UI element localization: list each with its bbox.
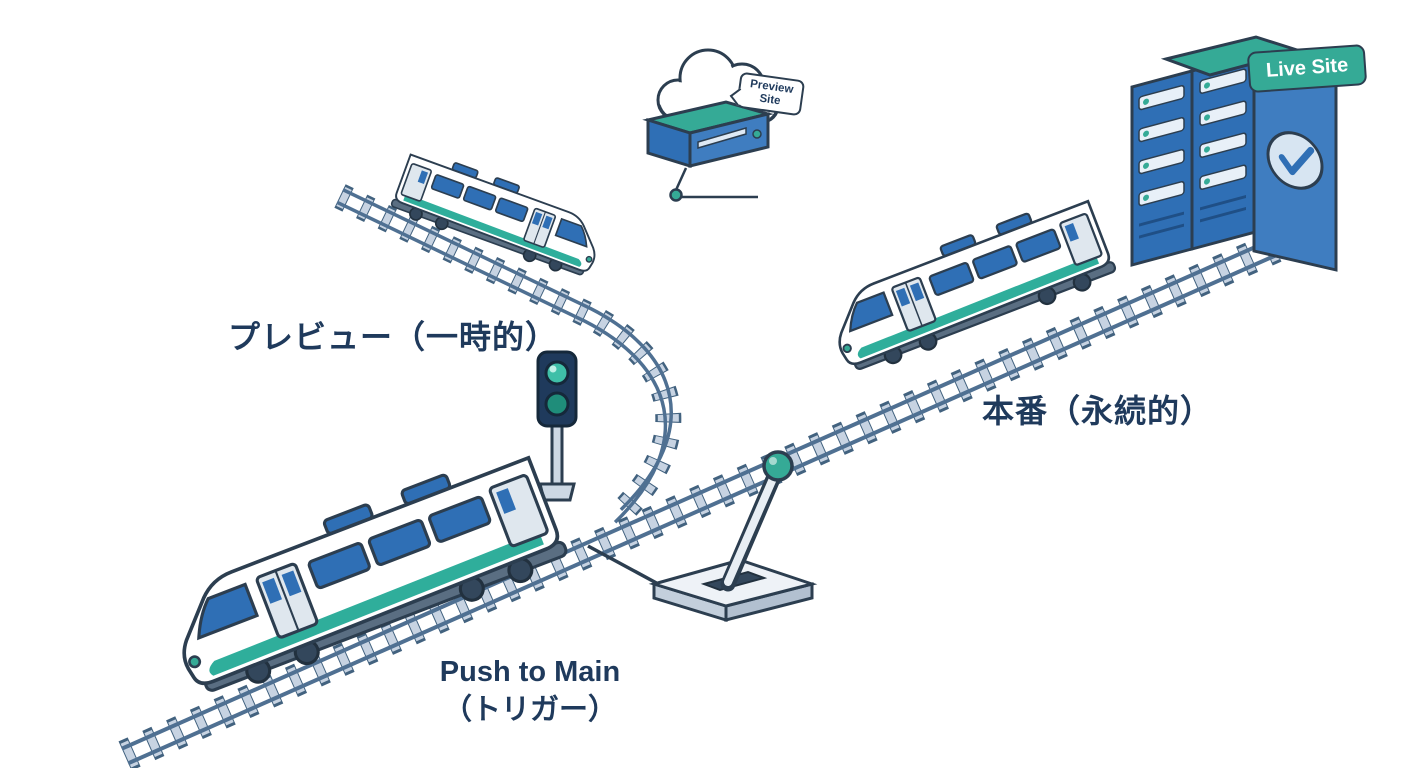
lever-linkage-rod — [587, 544, 663, 588]
live-server-stack — [1130, 35, 1338, 272]
preview-track-label: プレビュー（一時的） — [228, 319, 559, 355]
server-tower-left — [1130, 69, 1194, 267]
push-to-main-label: Push to Main （トリガー） — [390, 654, 670, 729]
production-track-label: 本番（永続的） — [982, 393, 1214, 429]
push-to-main-label-line1: Push to Main — [439, 656, 621, 688]
live-site-badge: Live Site — [1246, 43, 1368, 94]
push-to-main-label-line2: （トリガー） — [442, 693, 617, 726]
preview-cloud-server — [642, 48, 780, 202]
server-connector-line — [669, 167, 758, 202]
checkmark-icon — [1278, 146, 1315, 176]
check-circle — [1266, 131, 1324, 190]
server-tower-right — [1190, 52, 1256, 251]
train-main-right — [817, 189, 1120, 381]
signal-light-icon — [536, 350, 578, 502]
switch-lever-icon — [587, 450, 818, 623]
lever-knob — [762, 450, 794, 482]
preview-server-box-icon — [642, 100, 774, 169]
